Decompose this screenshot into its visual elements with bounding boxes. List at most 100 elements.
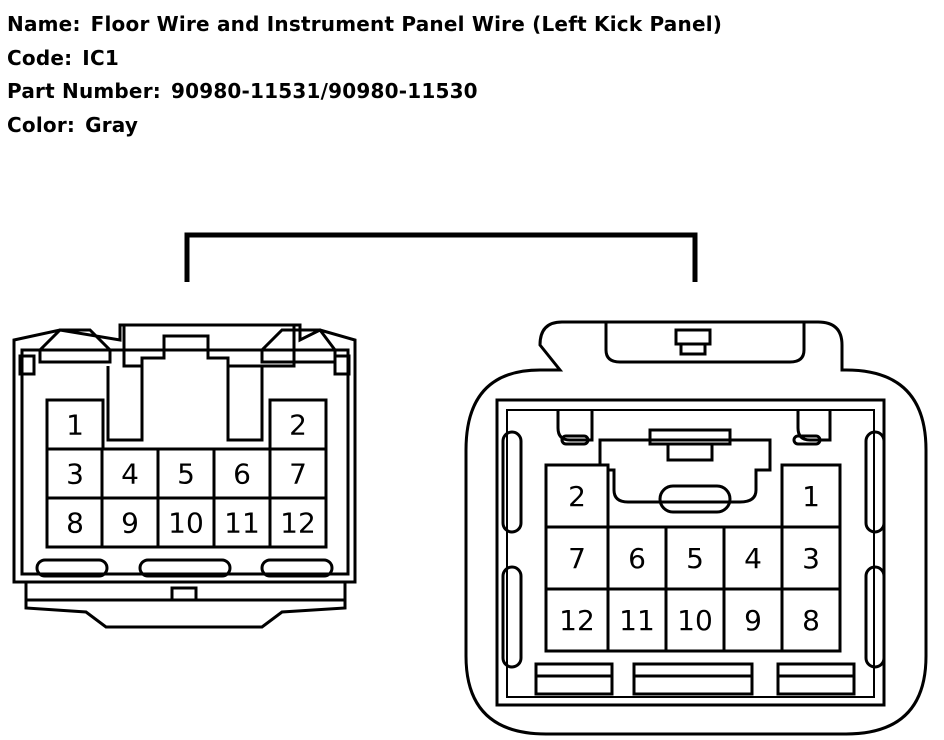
right-pin-label: 11 [619,604,655,637]
left-slot-left [106,366,144,442]
right-pin-label: 5 [686,542,704,575]
name-label: Name: [7,12,81,36]
left-pin-6: 6 [212,447,272,500]
right-bottom-key-3 [776,662,856,696]
left-housing [12,323,357,584]
left-clip-left [18,354,36,376]
left-clip-right [333,354,351,376]
right-pin-cell [544,463,610,529]
right-pin-1: 1 [780,463,842,529]
right-hook-left-pad [560,434,590,446]
left-pin-cell [268,496,328,549]
code-row: Code: IC1 [7,42,722,76]
right-pin-cell [544,587,610,653]
right-housing [464,320,928,736]
right-pin-label: 2 [568,480,586,513]
right-hook-right [796,410,832,442]
left-pin-label: 8 [66,507,84,540]
right-pin-5: 5 [664,525,726,591]
right-pin-label: 7 [568,542,586,575]
left-pin-label: 12 [280,507,316,540]
left-pin-8: 8 [45,496,105,549]
left-pin-label: 11 [224,507,260,540]
left-pin-10: 10 [156,496,216,549]
part-number-label: Part Number: [7,79,161,103]
left-pin-cell [45,496,105,549]
right-pin-cell [606,587,668,653]
connector-info: Name: Floor Wire and Instrument Panel Wir… [7,8,722,142]
left-pin-cell [212,447,272,500]
right-inner-frame [495,398,886,707]
right-hood [604,322,806,364]
right-hood-tab-lower [679,342,707,356]
right-center-tab [648,428,732,446]
part-number-value: 90980-11531/90980-11530 [170,79,478,103]
left-inner-frame [20,348,350,576]
color-row: Color: Gray [7,109,722,143]
right-pin-label: 10 [677,604,713,637]
left-pin-label: 4 [121,458,139,491]
left-key-2 [138,558,232,578]
left-connector [12,323,357,629]
color-value: Gray [85,112,139,137]
right-pin-9: 9 [722,587,784,653]
right-pin-11: 11 [606,587,668,653]
right-pin-3: 3 [780,525,842,591]
part-number-row: Part Number: 90980-11531/90980-11530 [7,75,722,109]
right-bottom-key-1 [534,662,614,696]
right-connector [464,320,928,736]
right-pin-label: 12 [559,604,595,637]
left-pin-label: 1 [66,409,84,442]
color-label: Color: [7,112,76,137]
left-bump-left [38,328,112,364]
left-pin-label: 9 [121,507,139,540]
left-key-3 [260,558,334,578]
right-inner-frame-2 [506,409,875,698]
right-pin-12: 12 [544,587,610,653]
left-key-1 [35,558,109,578]
right-pin-cell [780,587,842,653]
left-pin-cell [100,447,160,500]
left-slot-right [226,366,264,442]
right-pin-8: 8 [780,587,842,653]
left-pin-label: 10 [168,507,204,540]
left-pin-4: 4 [100,447,160,500]
right-pin-label: 9 [744,604,762,637]
code-label: Code: [7,45,73,70]
left-pin-label: 5 [177,458,195,491]
right-side-slot-3 [864,430,886,534]
left-pin-9: 9 [100,496,160,549]
left-pin-cell [100,496,160,549]
left-base [24,582,347,629]
right-pin-6: 6 [606,525,668,591]
right-pin-10: 10 [664,587,726,653]
right-hook-right-pad [792,434,822,446]
right-center-tab-lower [666,442,714,462]
right-pin-label: 6 [628,542,646,575]
name-row: Name: Floor Wire and Instrument Panel Wir… [7,8,722,42]
right-center-key [598,438,772,504]
left-pin-11: 11 [212,496,272,549]
left-pin-5: 5 [156,447,216,500]
right-side-slot-1 [501,430,523,534]
right-hood-tab [674,328,712,346]
right-pin-cell [544,525,610,591]
right-pin-label: 1 [802,480,820,513]
left-pin-1: 1 [45,398,105,451]
left-pin-cell [45,398,105,451]
right-side-slot-4 [864,565,886,669]
left-pin-3: 3 [45,447,105,500]
left-pin-2: 2 [268,398,328,451]
left-pin-cell [156,447,216,500]
left-latch [122,325,296,368]
code-value: IC1 [82,45,119,70]
mating-bracket [184,232,698,282]
right-pin-2: 2 [544,463,610,529]
right-pin-cell [780,525,842,591]
name-value: Floor Wire and Instrument Panel Wire (Le… [90,12,723,36]
left-pin-label: 3 [66,458,84,491]
left-pin-cell [156,496,216,549]
